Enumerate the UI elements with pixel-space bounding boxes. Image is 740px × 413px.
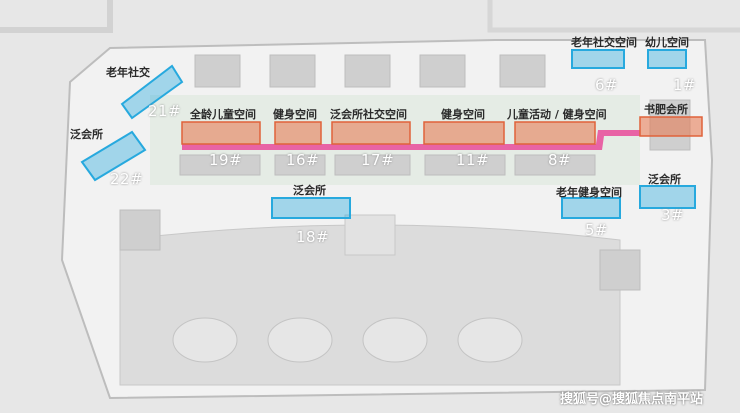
zone-book-area (639, 116, 703, 137)
watermark: 搜狐号@搜狐焦点南平站 (560, 392, 704, 407)
zone-19-area (181, 121, 261, 145)
zone-label-18: 泛会所 (293, 184, 326, 197)
building-number-17: 17# (361, 151, 395, 169)
zone-label-17: 泛会所社交空间 (330, 108, 407, 121)
plaza-oval (457, 317, 523, 363)
zone-label-8: 儿童活动 / 健身空间 (507, 108, 607, 121)
blue-zones (80, 49, 696, 219)
pink-corridor (182, 130, 640, 150)
zone-17-area (331, 121, 411, 145)
zone-label-1: 幼儿空间 (645, 36, 689, 49)
building-number-5: 5# (585, 221, 609, 239)
road (0, 0, 113, 33)
building-number-11: 11# (456, 151, 490, 169)
zone-6-area (571, 49, 625, 69)
zone-11-area (423, 121, 505, 145)
zone-8-area (514, 121, 596, 145)
building-number-21: 21# (148, 102, 182, 120)
orange-zones (181, 116, 703, 145)
building-number-8: 8# (548, 151, 572, 169)
zone-label-22: 泛会所 (70, 128, 103, 141)
plaza-oval (267, 317, 333, 363)
zone-22-area (80, 130, 147, 182)
zone-label-6: 老年社交空间 (571, 36, 637, 49)
residential-buildings (119, 54, 691, 291)
zone-21-area (120, 64, 184, 120)
zone-label-19: 全龄儿童空间 (190, 108, 256, 121)
building-number-3: 3# (661, 206, 685, 224)
building-number-1: 1# (673, 76, 697, 94)
zone-5-area (561, 197, 621, 219)
building-number-16: 16# (286, 151, 320, 169)
zone-1-area (647, 49, 687, 69)
plaza-oval (172, 317, 238, 363)
building-number-22: 22# (110, 170, 144, 188)
road (487, 0, 740, 33)
zone-label-book: 书肥会所 (644, 103, 688, 116)
building-number-18: 18# (296, 228, 330, 246)
zone-3-area (639, 185, 696, 209)
zone-18-area (271, 197, 351, 219)
zone-label-5: 老年健身空间 (556, 186, 622, 199)
building-number-19: 19# (209, 151, 243, 169)
zone-16-area (274, 121, 322, 145)
zone-label-11: 健身空间 (441, 108, 485, 121)
zone-label-21: 老年社交 (106, 66, 150, 79)
zone-label-16: 健身空间 (273, 108, 317, 121)
zone-label-3: 泛会所 (648, 173, 681, 186)
building-number-6: 6# (595, 76, 619, 94)
entrance-plaza (344, 214, 396, 256)
plaza-oval (362, 317, 428, 363)
